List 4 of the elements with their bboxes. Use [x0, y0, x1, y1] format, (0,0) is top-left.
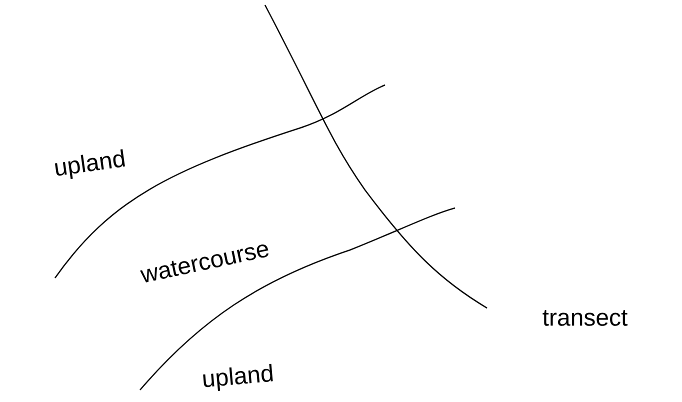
- label-text: watercourse: [140, 244, 269, 282]
- label-text: transect: [542, 310, 628, 326]
- label-text: upland: [54, 149, 125, 180]
- label-text: upland: [203, 364, 273, 391]
